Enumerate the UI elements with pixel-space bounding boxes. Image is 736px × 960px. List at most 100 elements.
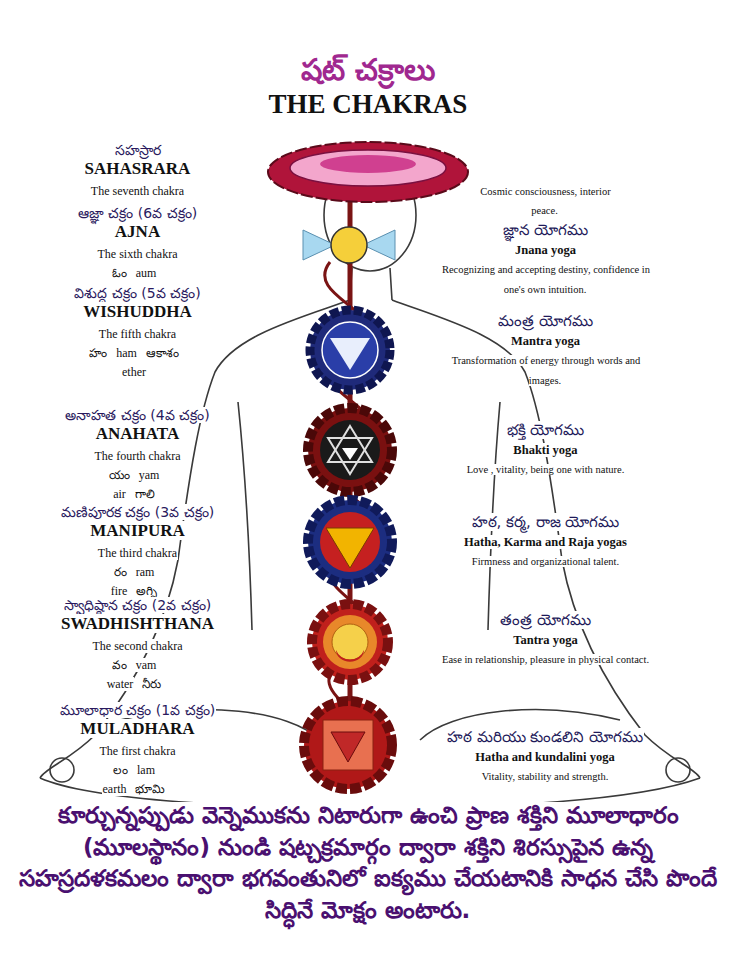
chakra-name: SAHASRARA xyxy=(84,159,192,178)
chakra-number: The fifth chakra xyxy=(98,327,177,341)
seed-syllable-element: aum xyxy=(135,266,158,280)
label-row: లం lam xyxy=(20,759,255,778)
anahata-center xyxy=(342,448,358,460)
label-row: ANAHATA xyxy=(20,424,255,444)
label-row: Mantra yoga xyxy=(438,330,653,349)
yoga-name: Tantra yoga xyxy=(512,633,578,647)
title-row: THE CHAKRAS xyxy=(0,88,736,120)
lotus-core xyxy=(320,155,416,173)
label-row: The sixth chakra xyxy=(20,243,255,262)
seed-syllable-element: water xyxy=(106,677,135,691)
label-row: Cosmic consciousness, interior peace. xyxy=(470,180,620,218)
swadhishthana-petals xyxy=(312,604,388,680)
label-row: ఓంaum xyxy=(20,262,255,281)
manipura-petals xyxy=(308,500,392,584)
label-row: మంత్ర యోగము xyxy=(438,311,653,330)
label-row: AJNA xyxy=(20,222,255,242)
hexagram-down xyxy=(328,438,372,474)
muladhara-triangle xyxy=(331,732,365,762)
label-row: హంhamఆకాశం xyxy=(20,342,255,361)
vishuddha-symbol xyxy=(310,310,390,390)
seed-syllable-element: హం xyxy=(88,346,108,360)
caption: కూర్చున్నప్పుడు వెన్నెముకను నిటారుగా ఉంచ… xyxy=(19,802,717,923)
label-row: హఠ మరియు కుండలిని యోగము xyxy=(430,727,660,746)
seed-syllable-element: వం xyxy=(111,658,128,672)
chakra-number: The seventh chakra xyxy=(90,184,185,198)
label-group: స్వాధిష్ఠాన చక్రం (2వ చక్రం)SWADHISHTHAN… xyxy=(20,595,255,692)
muladhara-square xyxy=(323,720,373,770)
muladhara-petals xyxy=(304,701,392,789)
label-row: SWADHISHTHANA xyxy=(20,614,255,634)
yoga-name-telugu: హఠ, కర్మ, రాజ యోగము xyxy=(471,513,621,531)
yoga-name: Jnana yoga xyxy=(514,243,577,257)
label-row: Firmness and organizational talent. xyxy=(438,550,653,569)
seed-syllable-element: vam xyxy=(135,658,158,672)
label-group: హఠ, కర్మ, రాజ యోగము Hatha, Karma and Raja… xyxy=(438,512,653,570)
label-row: The fourth chakra xyxy=(20,445,255,464)
chakra-name-telugu: విశుద్ధ చక్రం (5వ చక్రం) xyxy=(73,285,201,301)
vishuddha-petals xyxy=(310,310,390,390)
label-row: Vitality, stability and strength. xyxy=(430,765,660,784)
lotus-inner xyxy=(290,150,446,186)
label-row: మూలాధార చక్రం (1వ చక్రం) xyxy=(20,700,255,719)
label-row: ether xyxy=(20,361,255,380)
label-group: సహస్రారSAHASRARA The seventh chakra xyxy=(20,140,255,199)
label-row: Love , vitality, being one with nature. xyxy=(438,458,653,477)
label-row: SAHASRARA xyxy=(20,159,255,179)
label-group: విశుద్ధ చక్రం (5వ చక్రం)WISHUDDHAThe fif… xyxy=(20,283,255,380)
chakra-name: AJNA xyxy=(114,222,161,241)
anahata-petals xyxy=(308,408,392,492)
yoga-description: Love , vitality, being one with nature. xyxy=(466,464,626,475)
label-group: హఠ మరియు కుండలిని యోగము Hatha and kundali… xyxy=(430,727,660,785)
seed-syllable-element: ether xyxy=(121,365,147,379)
yoga-description: Firmness and organizational talent. xyxy=(471,556,620,567)
label-group: జ్ఞాన యోగము Jnana yogaRecognizing and acc… xyxy=(438,220,653,297)
right-arm-outline xyxy=(392,300,700,778)
chakra-name-telugu: స్వాధిష్ఠాన చక్రం (2వ చక్రం) xyxy=(63,597,212,613)
title-block: షట్ చక్రాలుTHE CHAKRAS xyxy=(0,52,736,120)
swadhishthana-symbol xyxy=(312,604,388,680)
label-row: రంram xyxy=(20,561,255,580)
label-row: భక్తి యోగము xyxy=(438,420,653,439)
label-row: అనాహత చక్రం (4వ చక్రం) xyxy=(20,405,255,424)
muladhara-symbol xyxy=(304,701,392,789)
vishuddha-triangle xyxy=(330,338,370,370)
yoga-name-telugu: భక్తి యోగము xyxy=(506,421,586,439)
label-row: మణిపూరక చక్రం (3వ చక్రం) xyxy=(20,502,255,521)
vishuddha-inner xyxy=(322,322,378,378)
crescent xyxy=(336,650,364,662)
caption-row: కూర్చున్నప్పుడు వెన్నెముకను నిటారుగా ఉంచ… xyxy=(6,800,730,927)
ajna-circle xyxy=(331,227,367,263)
seed-syllable-element: yam xyxy=(138,468,161,482)
yoga-name: Hatha, Karma and Raja yogas xyxy=(463,535,628,549)
label-row: సహస్రార xyxy=(20,140,255,159)
chakra-name-telugu: మూలాధార చక్రం (1వ చక్రం) xyxy=(59,702,216,718)
manipura-inner xyxy=(320,512,380,572)
label-group: అనాహత చక్రం (4వ చక్రం)ANAHATAThe fourth … xyxy=(20,405,255,502)
chakra-name-telugu: ఆజ్ఞా చక్రం (6వ చక్రం) xyxy=(77,205,198,221)
left-hand xyxy=(50,758,74,782)
label-group: ఆజ్ఞా చక్రం (6వ చక్రం)AJNA The sixth chak… xyxy=(20,203,255,281)
label-row: Recognizing and accepting destiny, confi… xyxy=(438,258,653,296)
label-row: హఠ, కర్మ, రాజ యోగము xyxy=(438,512,653,531)
label-row: Jnana yoga xyxy=(438,239,653,258)
label-row: waterనీరు xyxy=(20,673,255,692)
label-row: MANIPURA xyxy=(20,521,255,541)
label-row: The third chakra xyxy=(20,542,255,561)
seed-syllable-element: లం xyxy=(112,763,129,777)
sahasrara-lotus xyxy=(268,142,468,202)
caption-block: కూర్చున్నప్పుడు వెన్నెముకను నిటారుగా ఉంచ… xyxy=(6,800,730,927)
yoga-name: Hatha and kundalini yoga xyxy=(474,750,615,764)
label-row: earthభూమి xyxy=(20,778,255,797)
seed-syllable-element: భూమి xyxy=(134,782,166,796)
chakra-number: The first chakra xyxy=(99,744,177,758)
yoga-name-telugu: జ్ఞాన యోగము xyxy=(502,221,590,239)
seed-syllable-element: రం xyxy=(113,565,128,579)
seed-syllable-element: lam xyxy=(136,763,156,777)
label-group: తంత్ర యోగముTantra yogaEase in relationsh… xyxy=(438,610,653,668)
label-row: airగాలి xyxy=(20,483,255,502)
yoga-description: Transformation of energy through words a… xyxy=(451,355,641,385)
label-row: The seventh chakra xyxy=(20,180,255,199)
seed-syllable-element: ఆకాశం xyxy=(145,346,180,360)
label-row: స్వాధిష్ఠాన చక్రం (2వ చక్రం) xyxy=(20,595,255,614)
